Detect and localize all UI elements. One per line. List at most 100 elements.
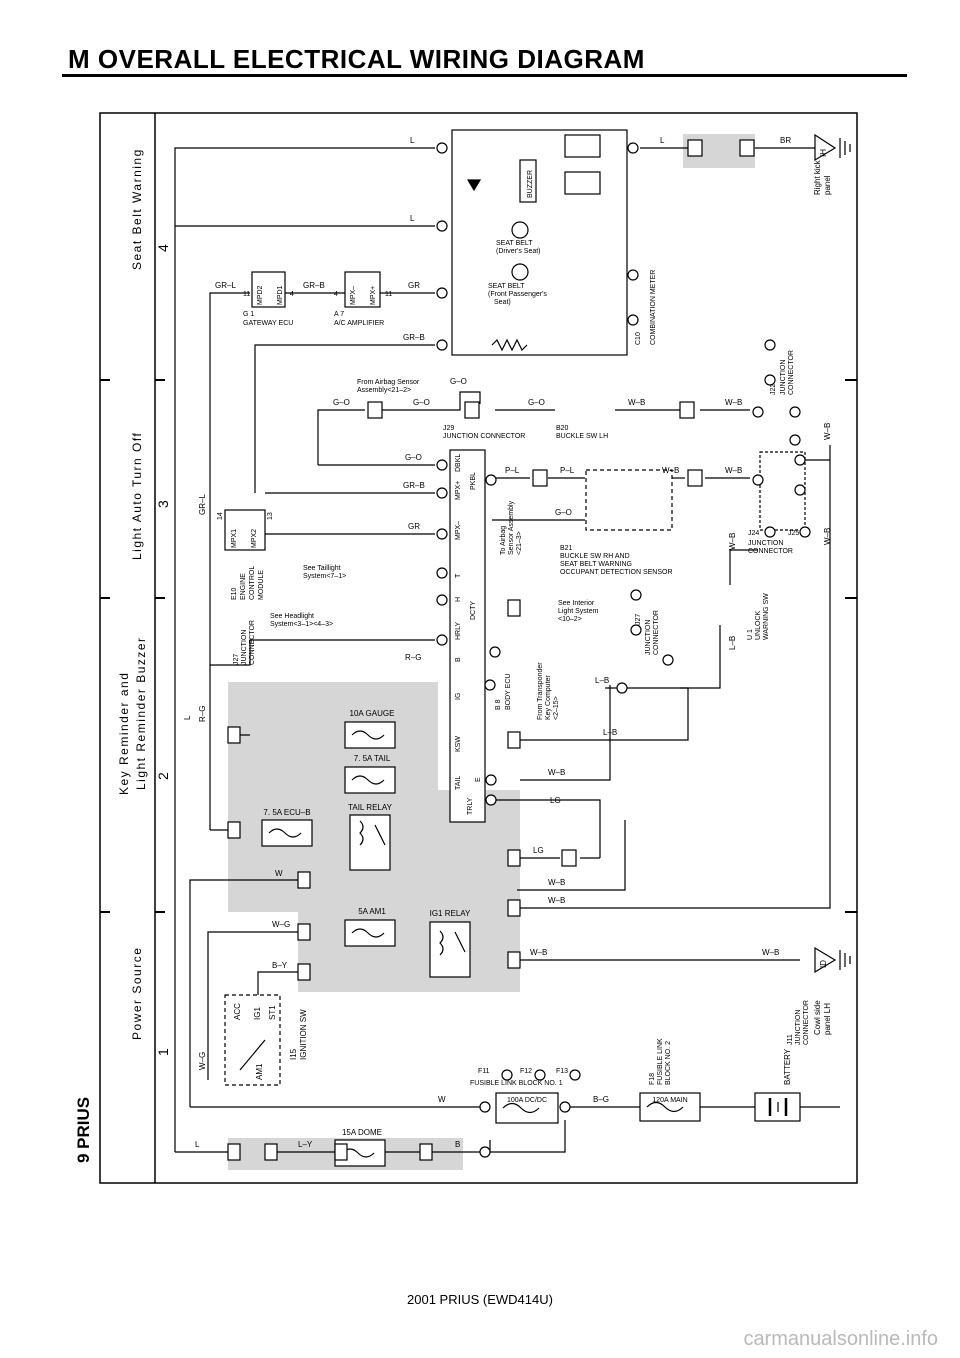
svg-text:OCCUPANT DETECTION SENSOR: OCCUPANT DETECTION SENSOR xyxy=(560,569,673,576)
svg-text:TAIL RELAY: TAIL RELAY xyxy=(348,803,393,812)
svg-text:IG1 RELAY: IG1 RELAY xyxy=(430,909,471,918)
svg-text:W–B: W–B xyxy=(725,398,742,407)
svg-text:L–B: L–B xyxy=(595,676,609,685)
svg-text:<21–3>: <21–3> xyxy=(516,531,523,555)
relay-ig1: IG1 RELAY xyxy=(429,909,471,978)
ac-amplifier: MPX– MPX+ 4 11 A 7 A/C AMPLIFIER xyxy=(334,271,392,327)
section-ticks xyxy=(100,379,857,913)
svg-text:CONNECTOR: CONNECTOR xyxy=(803,1000,810,1045)
svg-text:See Taillight: See Taillight xyxy=(303,565,341,572)
svg-text:L–Y: L–Y xyxy=(298,1140,313,1149)
relay-tail: TAIL RELAY xyxy=(348,803,393,871)
svg-text:F13: F13 xyxy=(556,1068,568,1075)
svg-text:IH: IH xyxy=(819,149,828,157)
svg-text:F12: F12 xyxy=(520,1068,532,1075)
svg-text:(Driver's Seat): (Driver's Seat) xyxy=(496,248,541,255)
ground-id: ID Cowl side panel LH xyxy=(813,946,851,1035)
svg-text:BUZZER: BUZZER xyxy=(527,170,534,198)
svg-text:14: 14 xyxy=(217,512,224,520)
svg-text:COMBINATION METER: COMBINATION METER xyxy=(650,270,657,345)
title-divider xyxy=(62,74,907,77)
svg-text:PKBL: PKBL xyxy=(470,472,477,490)
svg-text:W–B: W–B xyxy=(728,533,737,550)
section-labels: Power Source Key Reminder and Light Remi… xyxy=(117,148,148,1040)
svg-text:GR–B: GR–B xyxy=(303,281,325,290)
engine-control-module: MPX1 MPX2 14 13 E10 ENGINE CONTROL MODUL… xyxy=(217,509,274,600)
fuse-ecu-b: 7. 5A ECU–B xyxy=(261,808,313,847)
svg-text:J24: J24 xyxy=(748,530,759,537)
svg-text:W–B: W–B xyxy=(662,466,679,475)
svg-text:DCTY: DCTY xyxy=(470,601,477,620)
svg-text:A/C AMPLIFIER: A/C AMPLIFIER xyxy=(334,320,384,327)
svg-text:BATTERY: BATTERY xyxy=(783,1048,792,1085)
svg-text:F11: F11 xyxy=(478,1068,490,1075)
svg-text:L: L xyxy=(183,715,192,720)
svg-text:panel LH: panel LH xyxy=(823,1003,832,1035)
fuse-dcdc: 100A DC/DC xyxy=(495,1092,559,1124)
svg-text:4: 4 xyxy=(290,291,294,298)
svg-text:W–B: W–B xyxy=(548,878,565,887)
svg-text:See Interior: See Interior xyxy=(558,600,595,607)
svg-text:<10–2>: <10–2> xyxy=(558,616,582,623)
svg-text:Key Computer: Key Computer xyxy=(545,675,552,720)
svg-text:W–B: W–B xyxy=(628,398,645,407)
svg-text:C10: C10 xyxy=(635,332,642,345)
svg-text:3: 3 xyxy=(155,500,171,508)
svg-text:BODY ECU: BODY ECU xyxy=(505,674,512,710)
connector-tags xyxy=(227,139,811,1161)
svg-text:JUNCTION CONNECTOR: JUNCTION CONNECTOR xyxy=(443,433,525,440)
svg-text:W: W xyxy=(438,1095,446,1104)
svg-text:GR–B: GR–B xyxy=(403,333,425,342)
svg-text:B21: B21 xyxy=(560,545,573,552)
svg-text:IG: IG xyxy=(455,693,462,700)
svg-text:G–O: G–O xyxy=(405,453,422,462)
svg-text:10A GAUGE: 10A GAUGE xyxy=(350,709,395,718)
svg-text:W–B: W–B xyxy=(548,768,565,777)
svg-text:JUNCTION: JUNCTION xyxy=(645,620,652,655)
svg-text:From Airbag Sensor: From Airbag Sensor xyxy=(357,379,420,386)
svg-text:L: L xyxy=(195,1140,200,1149)
svg-text:CONTROL: CONTROL xyxy=(249,566,256,600)
svg-text:13: 13 xyxy=(267,512,274,520)
svg-text:W–B: W–B xyxy=(823,528,832,545)
svg-text:MPX+: MPX+ xyxy=(455,481,462,500)
svg-text:JUNCTION: JUNCTION xyxy=(241,630,248,665)
svg-text:R–G: R–G xyxy=(198,706,207,722)
site-watermark: carmanualsonline.info xyxy=(743,1328,938,1350)
svg-text:W–B: W–B xyxy=(530,948,547,957)
svg-text:W: W xyxy=(275,869,283,878)
svg-text:Assembly<21–2>: Assembly<21–2> xyxy=(357,387,411,394)
svg-text:G–O: G–O xyxy=(528,398,545,407)
svg-text:LG: LG xyxy=(533,846,544,855)
svg-text:GATEWAY ECU: GATEWAY ECU xyxy=(243,320,293,327)
section-power-source: Power Source xyxy=(130,947,144,1040)
svg-text:J22: J22 xyxy=(770,384,777,395)
svg-text:ACC: ACC xyxy=(233,1003,242,1020)
fuse-main: 120A MAIN xyxy=(639,1092,701,1122)
svg-text:W–B: W–B xyxy=(725,466,742,475)
svg-text:11: 11 xyxy=(385,291,392,298)
svg-text:J11: J11 xyxy=(787,1034,794,1045)
svg-text:Right kick: Right kick xyxy=(813,159,822,195)
svg-text:CONNECTOR: CONNECTOR xyxy=(249,620,256,665)
svg-text:Light System: Light System xyxy=(558,608,599,615)
svg-text:GR–L: GR–L xyxy=(215,281,236,290)
svg-text:I15: I15 xyxy=(289,1048,298,1060)
svg-text:MPX–: MPX– xyxy=(350,286,357,305)
svg-text:7. 5A ECU–B: 7. 5A ECU–B xyxy=(263,808,310,817)
svg-text:BLOCK NO. 2: BLOCK NO. 2 xyxy=(665,1041,672,1085)
svg-text:SEAT BELT WARNING: SEAT BELT WARNING xyxy=(560,561,632,568)
svg-text:BUCKLE SW RH AND: BUCKLE SW RH AND xyxy=(560,553,630,560)
svg-text:G–O: G–O xyxy=(413,398,430,407)
svg-text:TAIL: TAIL xyxy=(455,776,462,790)
svg-text:MPX+: MPX+ xyxy=(370,286,377,305)
svg-text:J27: J27 xyxy=(233,654,240,665)
svg-text:DBKL: DBKL xyxy=(455,454,462,472)
svg-text:JUNCTION: JUNCTION xyxy=(748,540,783,547)
svg-text:BR: BR xyxy=(780,136,791,145)
svg-text:To Airbag: To Airbag xyxy=(500,526,507,555)
svg-text:U 1: U 1 xyxy=(747,629,754,640)
svg-text:H: H xyxy=(455,597,462,602)
section-key-reminder: Key Reminder and xyxy=(117,672,131,795)
